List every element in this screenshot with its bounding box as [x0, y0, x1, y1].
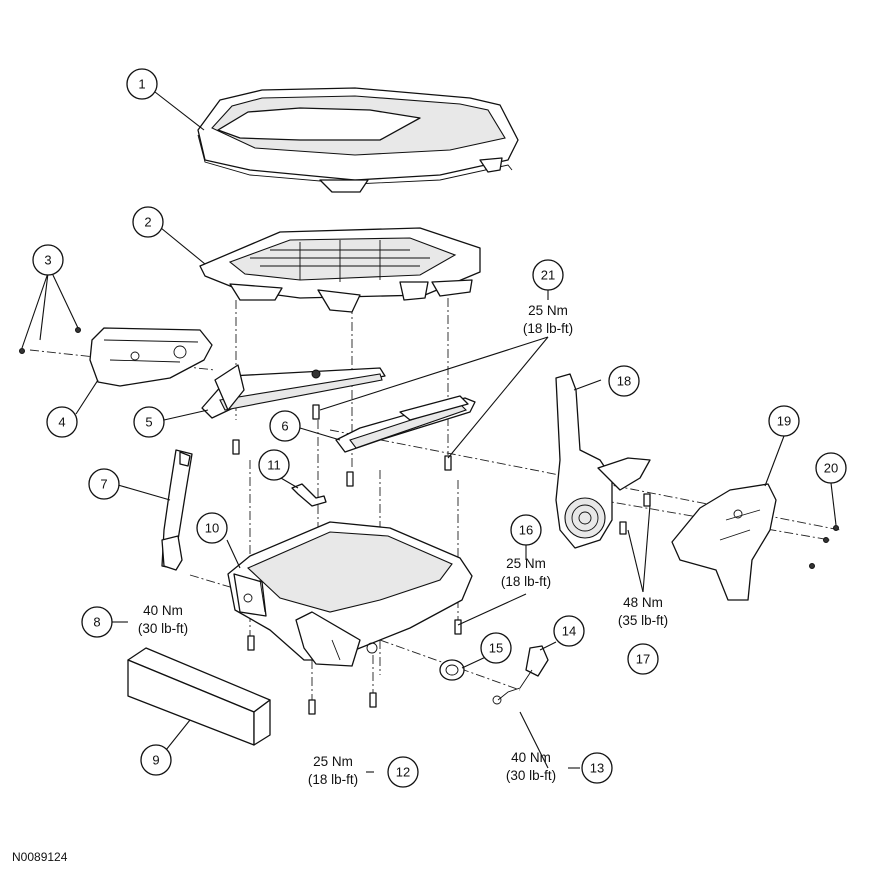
- svg-text:25 Nm: 25 Nm: [528, 303, 568, 318]
- torque-spec-8: 40 Nm (30 lb-ft): [138, 603, 188, 636]
- svg-text:(18 lb-ft): (18 lb-ft): [308, 772, 358, 787]
- svg-text:1: 1: [138, 77, 145, 92]
- callout-4: 4: [46, 406, 78, 438]
- svg-text:2: 2: [144, 215, 151, 230]
- part-14-latch: [492, 645, 549, 705]
- torque-spec-12: 25 Nm (18 lb-ft): [308, 754, 358, 787]
- svg-text:6: 6: [281, 419, 288, 434]
- part-19-recliner-cover: [671, 483, 777, 601]
- callout-21: 21: [532, 259, 564, 291]
- part-2-seat-frame: [199, 227, 481, 313]
- svg-text:21: 21: [541, 268, 555, 283]
- svg-text:13: 13: [590, 761, 604, 776]
- svg-text:(18 lb-ft): (18 lb-ft): [501, 574, 551, 589]
- svg-text:(18 lb-ft): (18 lb-ft): [523, 321, 573, 336]
- part-6-right-track: [335, 395, 476, 453]
- svg-text:(35 lb-ft): (35 lb-ft): [618, 613, 668, 628]
- svg-text:3: 3: [44, 253, 51, 268]
- svg-text:40 Nm: 40 Nm: [143, 603, 183, 618]
- callout-8: 8: [81, 606, 113, 638]
- fastener-bolts: [232, 404, 462, 715]
- svg-text:17: 17: [636, 652, 650, 667]
- part-15-knob: [439, 659, 465, 681]
- svg-text:15: 15: [489, 641, 503, 656]
- svg-text:20: 20: [824, 461, 838, 476]
- svg-text:25 Nm: 25 Nm: [313, 754, 353, 769]
- torque-spec-17: 48 Nm (35 lb-ft): [618, 595, 668, 628]
- svg-text:14: 14: [562, 624, 576, 639]
- callout-15: 15: [480, 632, 512, 664]
- svg-text:(30 lb-ft): (30 lb-ft): [506, 768, 556, 783]
- part-3-screws: [19, 327, 81, 354]
- callout-13: 13: [581, 752, 613, 784]
- svg-text:7: 7: [100, 477, 107, 492]
- part-18-recliner: [555, 373, 651, 549]
- svg-text:40 Nm: 40 Nm: [511, 750, 551, 765]
- svg-text:48 Nm: 48 Nm: [623, 595, 663, 610]
- callout-9: 9: [140, 744, 172, 776]
- callout-18: 18: [608, 365, 640, 397]
- callout-1: 1: [126, 68, 158, 100]
- callout-2: 2: [132, 206, 164, 238]
- svg-text:25 Nm: 25 Nm: [506, 556, 546, 571]
- part-4-side-shield: [89, 327, 213, 387]
- svg-text:(30 lb-ft): (30 lb-ft): [138, 621, 188, 636]
- torque-spec-16: 25 Nm (18 lb-ft): [501, 556, 551, 589]
- leader-lines: [21, 91, 837, 773]
- part-11-bracket: [291, 483, 327, 507]
- part-20-bolts: [619, 493, 839, 569]
- svg-text:4: 4: [58, 415, 65, 430]
- svg-text:12: 12: [396, 765, 410, 780]
- part-7-belt-buckle: [161, 449, 193, 571]
- part-9-trim-cover: [127, 647, 271, 746]
- svg-text:16: 16: [519, 523, 533, 538]
- svg-text:18: 18: [617, 374, 631, 389]
- callout-10: 10: [196, 512, 228, 544]
- callout-14: 14: [553, 615, 585, 647]
- svg-text:9: 9: [152, 753, 159, 768]
- svg-text:19: 19: [777, 414, 791, 429]
- callout-16: 16: [510, 514, 542, 546]
- diagram-reference-id: N0089124: [12, 850, 68, 864]
- callout-12: 12: [387, 756, 419, 788]
- svg-text:10: 10: [205, 521, 219, 536]
- torque-spec-13: 40 Nm (30 lb-ft): [506, 750, 556, 783]
- callout-20: 20: [815, 452, 847, 484]
- part-1-seat-cushion: [197, 87, 519, 193]
- callout-7: 7: [88, 468, 120, 500]
- callout-11: 11: [258, 449, 290, 481]
- callout-5: 5: [133, 406, 165, 438]
- callout-3: 3: [32, 244, 64, 276]
- callout-6: 6: [269, 410, 301, 442]
- callout-19: 19: [768, 405, 800, 437]
- part-10-seat-riser: [227, 521, 473, 667]
- svg-text:11: 11: [267, 458, 281, 473]
- torque-spec-21: 25 Nm (18 lb-ft): [523, 303, 573, 336]
- part-5-left-track: [201, 364, 386, 419]
- callout-17: 17: [627, 643, 659, 675]
- svg-text:8: 8: [93, 615, 100, 630]
- svg-text:5: 5: [145, 415, 152, 430]
